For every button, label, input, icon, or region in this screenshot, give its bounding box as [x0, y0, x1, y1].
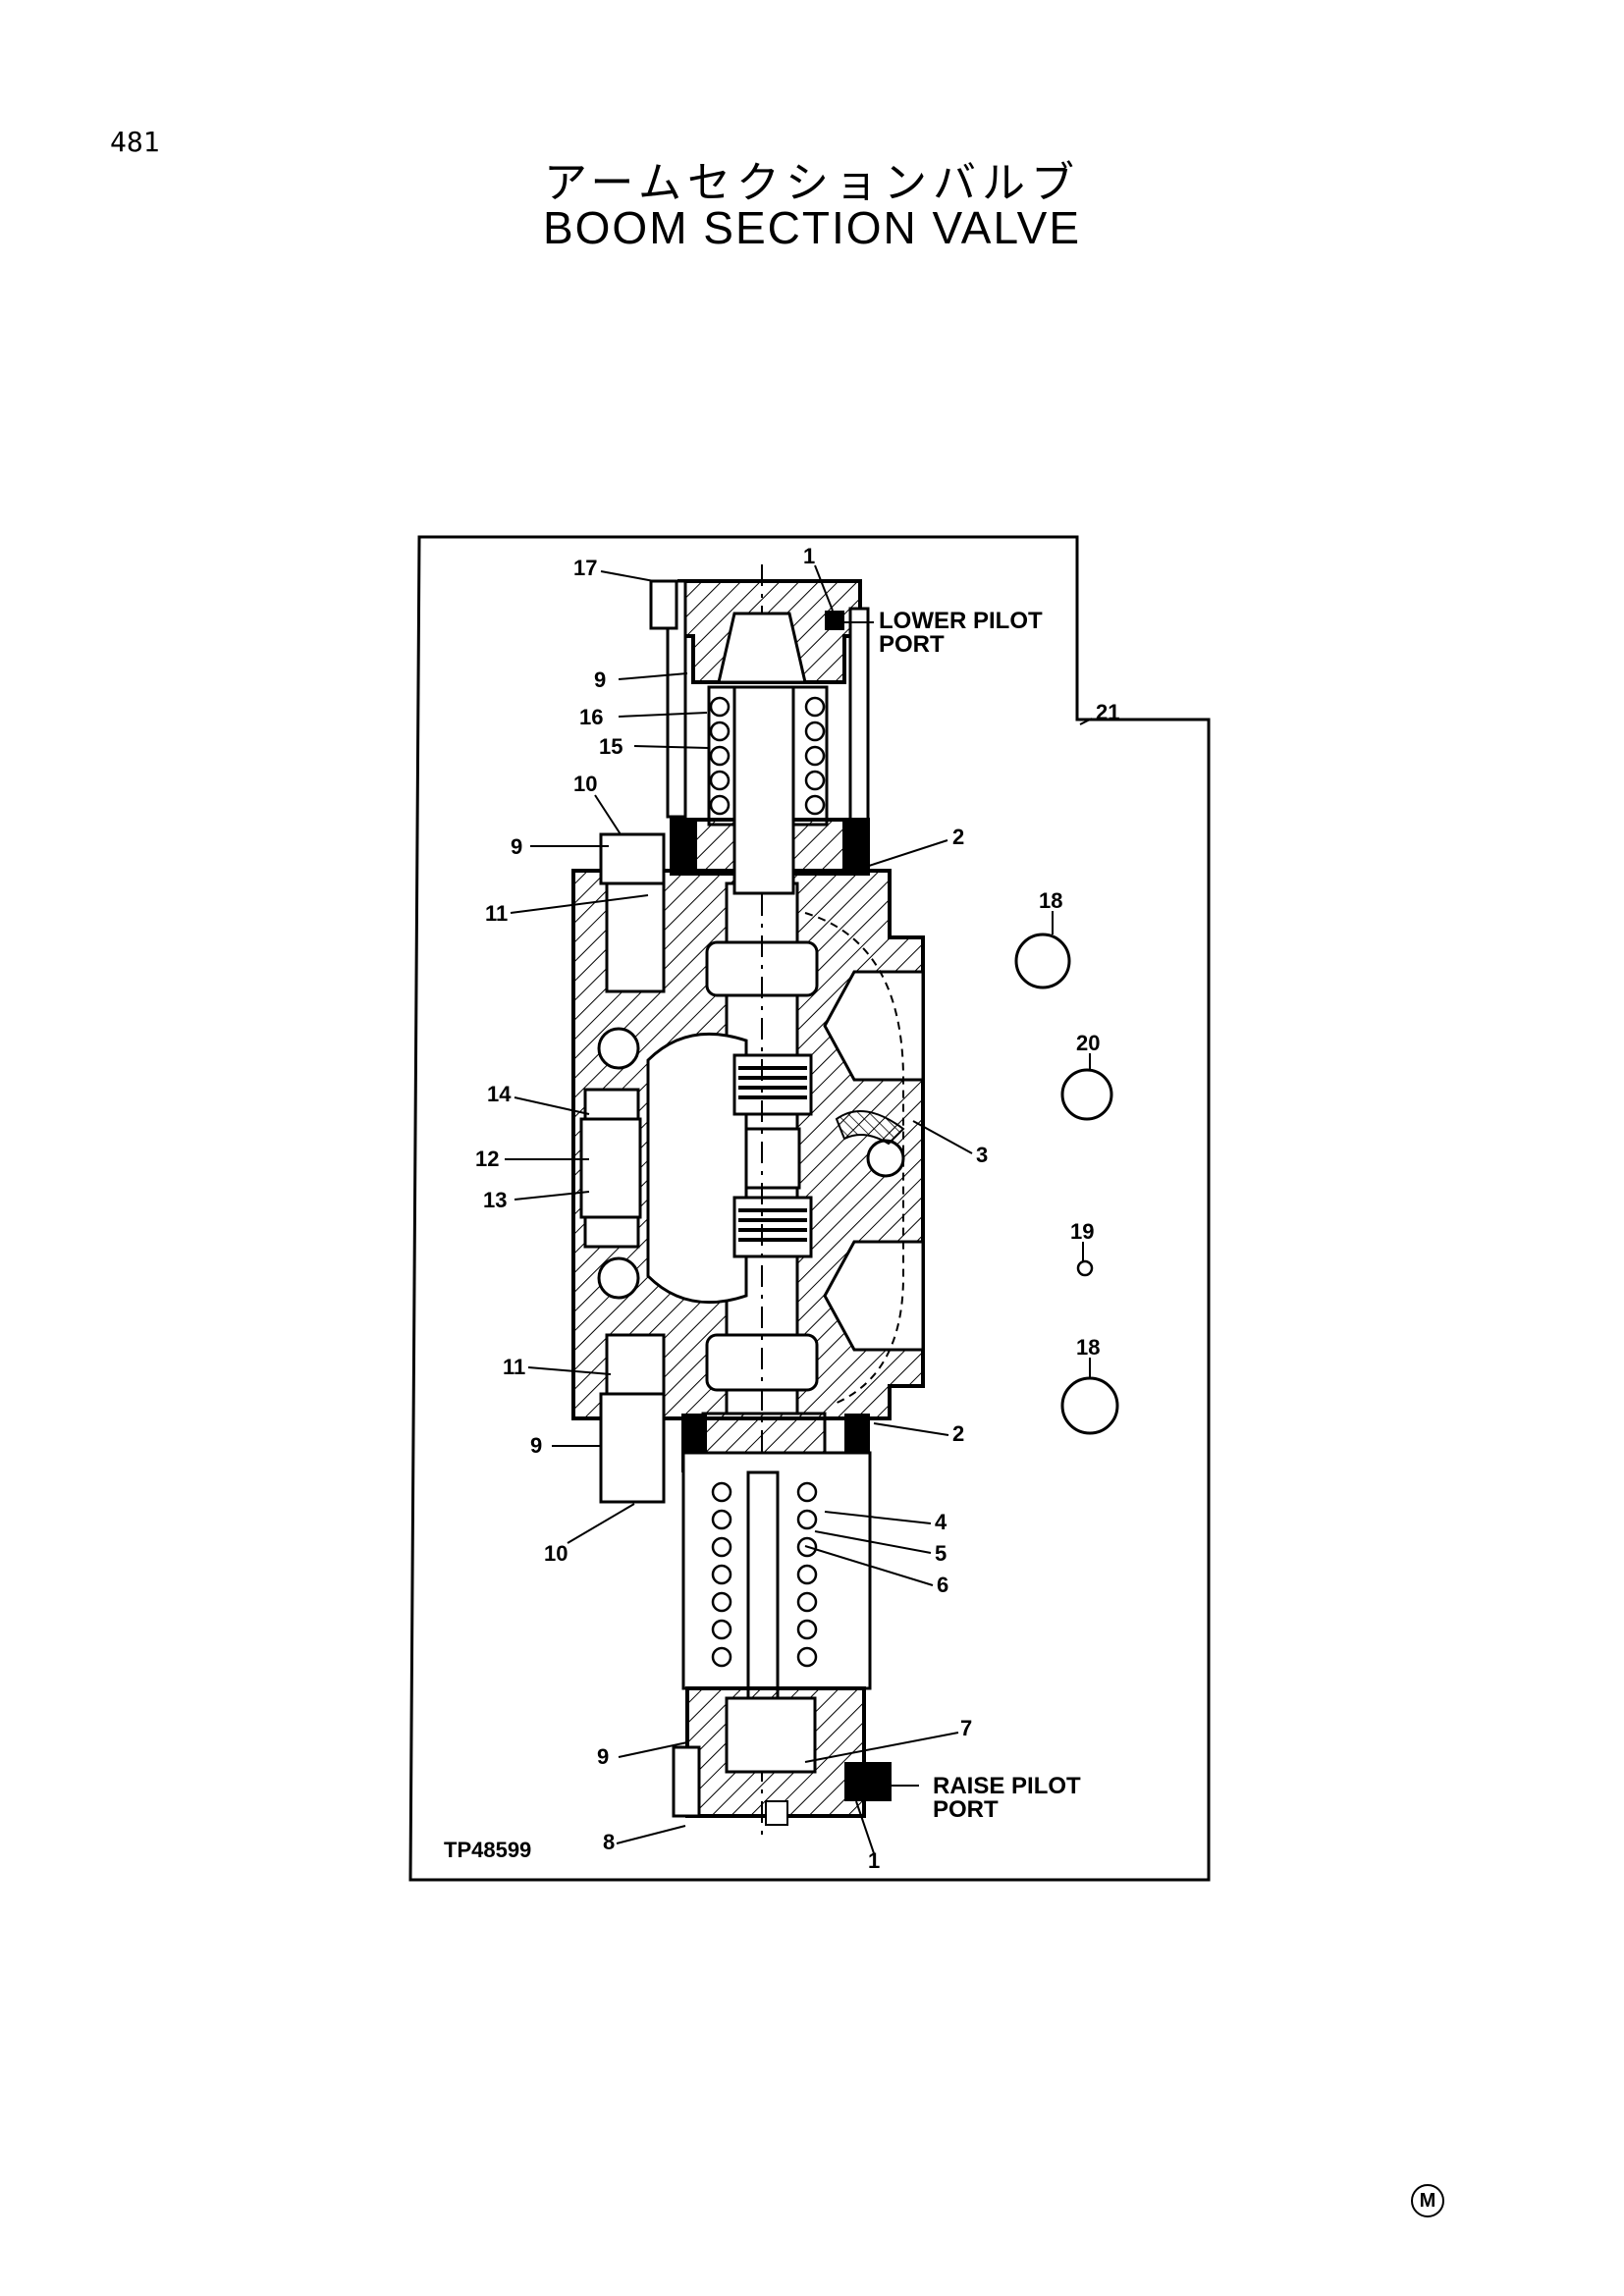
callout: 13: [483, 1188, 507, 1212]
page-number: 481: [110, 126, 160, 158]
callout: 11: [503, 1355, 525, 1379]
callout: 18: [1039, 888, 1062, 913]
part-18-lower: [1060, 1376, 1119, 1435]
callout: 10: [573, 772, 597, 796]
title-japanese: アームセクションバルブ: [543, 158, 1081, 208]
leader-lines: [505, 564, 1093, 1854]
callout: 2: [952, 1421, 964, 1446]
part-20: [1060, 1068, 1113, 1121]
lower-spring: [711, 1481, 818, 1668]
callout-numbers: 17 1 9 16 15 10 9 11 2 18 20 14 12 13 3 …: [475, 544, 1119, 1873]
callout: 1: [803, 544, 815, 568]
callout: 6: [937, 1573, 948, 1597]
raise-pilot-port-label-2: PORT: [933, 1796, 999, 1823]
callout: 12: [475, 1147, 499, 1171]
valve-body: [571, 564, 925, 1836]
callout: 8: [603, 1830, 615, 1854]
callout: 9: [511, 834, 522, 859]
lower-pilot-port-label-2: PORT: [879, 631, 945, 658]
callout: 16: [579, 705, 603, 729]
callout: 18: [1076, 1335, 1100, 1360]
callout: 9: [530, 1433, 542, 1458]
callout: 9: [594, 667, 606, 692]
upper-cap: [649, 579, 870, 895]
callout: 4: [935, 1510, 947, 1534]
raise-pilot-port-label-1: RAISE PILOT: [933, 1773, 1081, 1799]
lower-pilot-port-label-1: LOWER PILOT: [879, 608, 1043, 634]
callout: 10: [544, 1541, 568, 1566]
callout: 9: [597, 1744, 609, 1769]
callout: 15: [599, 734, 623, 759]
callout: 20: [1076, 1031, 1100, 1055]
upper-spring: [709, 696, 826, 816]
manufacturer-mark: M: [1411, 2184, 1444, 2217]
figure-id: TP48599: [444, 1838, 531, 1862]
callout: 19: [1070, 1219, 1094, 1244]
callout: 3: [976, 1143, 988, 1167]
side-fittings: [579, 832, 666, 1504]
callout: 14: [487, 1082, 512, 1106]
figure-frame: [408, 535, 1211, 1882]
callout: 2: [952, 825, 964, 849]
callout: 17: [573, 556, 597, 580]
callout: 21: [1096, 700, 1119, 724]
lower-cap: [672, 1412, 892, 1826]
callout: 5: [935, 1541, 947, 1566]
callout: 7: [960, 1716, 972, 1740]
part-19: [1076, 1259, 1094, 1277]
callout: 11: [485, 901, 508, 926]
part-18-upper: [1014, 933, 1071, 989]
callout: 1: [868, 1848, 880, 1873]
title-english: BOOM SECTION VALVE: [542, 202, 1082, 253]
